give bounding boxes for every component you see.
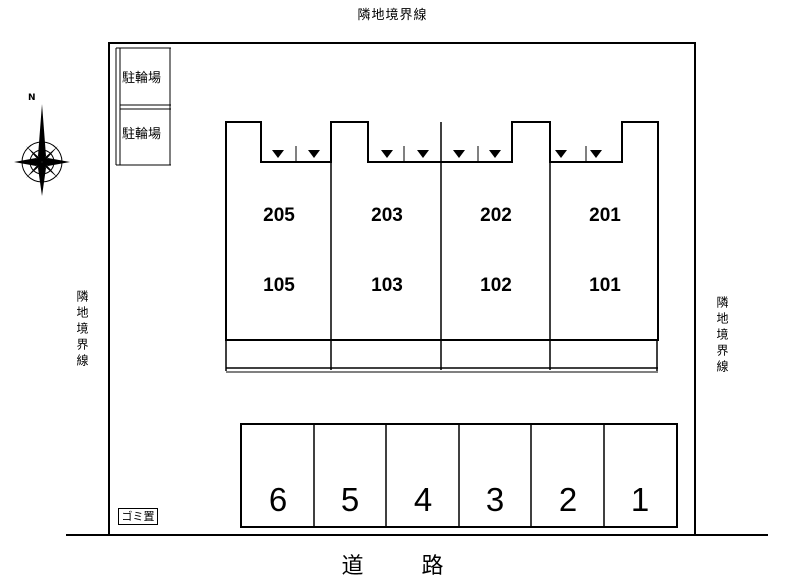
compass-icon: [14, 104, 70, 196]
parking-space-2: 2: [558, 481, 578, 518]
unit-201: 201: [589, 205, 621, 226]
unit-101: 101: [589, 275, 621, 296]
apartment-building: [225, 121, 659, 373]
entrance-markers: [272, 150, 602, 158]
road-label: 道路: [341, 554, 502, 579]
bicycle-parking-label: 駐輪場: [122, 127, 162, 142]
unit-202: 202: [480, 205, 512, 226]
unit-105: 105: [263, 275, 295, 296]
parking-space-4: 4: [413, 481, 433, 518]
boundary-label-right: 隣地境界線: [715, 296, 729, 376]
parking-space-6: 6: [268, 481, 288, 518]
garbage-area-label: ゴミ置: [118, 508, 158, 525]
boundary-label-top: 隣地境界線: [357, 8, 428, 23]
parking-lot: [240, 423, 678, 528]
bicycle-parking-label: 駐輪場: [122, 71, 162, 86]
unit-102: 102: [480, 275, 512, 296]
unit-203: 203: [371, 205, 403, 226]
unit-103: 103: [371, 275, 403, 296]
site-boundary: [108, 42, 696, 535]
parking-space-5: 5: [340, 481, 360, 518]
unit-205: 205: [263, 205, 295, 226]
parking-space-1: 1: [630, 481, 650, 518]
parking-space-3: 3: [485, 481, 505, 518]
bicycle-parking: [115, 47, 171, 166]
boundary-label-left: 隣地境界線: [75, 290, 89, 370]
compass-north-label: N: [28, 93, 36, 103]
